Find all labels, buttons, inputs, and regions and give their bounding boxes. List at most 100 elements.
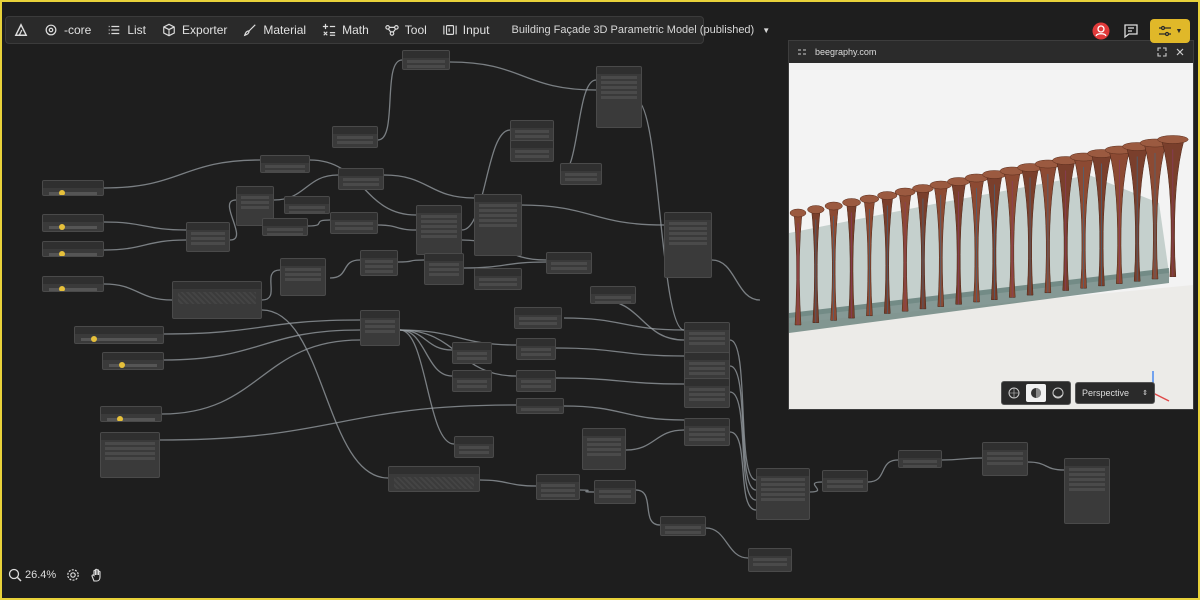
- graph-node[interactable]: [260, 155, 310, 173]
- graph-node[interactable]: [416, 205, 462, 255]
- node-header[interactable]: [417, 206, 461, 213]
- node-header[interactable]: [749, 549, 791, 556]
- graph-node[interactable]: [474, 194, 522, 256]
- node-slider[interactable]: [49, 190, 97, 195]
- toolbar-exporter-button[interactable]: Exporter: [154, 17, 235, 43]
- node-header[interactable]: [43, 215, 103, 222]
- node-header[interactable]: [515, 308, 561, 315]
- node-header[interactable]: [455, 437, 493, 444]
- node-header[interactable]: [453, 343, 491, 350]
- node-slider[interactable]: [109, 362, 157, 368]
- node-header[interactable]: [361, 311, 399, 318]
- node-header[interactable]: [983, 443, 1027, 450]
- graph-node[interactable]: [100, 432, 160, 478]
- graph-node[interactable]: [582, 428, 626, 470]
- node-header[interactable]: [685, 419, 729, 426]
- node-header[interactable]: [75, 327, 163, 334]
- graph-node[interactable]: [284, 196, 330, 214]
- graph-node[interactable]: [982, 442, 1028, 476]
- graph-node[interactable]: [516, 398, 564, 414]
- comments-button[interactable]: [1119, 19, 1143, 43]
- node-header[interactable]: [101, 407, 161, 414]
- graph-node[interactable]: [514, 307, 562, 329]
- node-header[interactable]: [823, 471, 867, 478]
- graph-node[interactable]: [172, 281, 262, 319]
- node-header[interactable]: [43, 242, 103, 249]
- node-header[interactable]: [101, 433, 159, 440]
- node-header[interactable]: [43, 181, 103, 188]
- user-avatar-button[interactable]: [1089, 19, 1113, 43]
- node-header[interactable]: [561, 164, 601, 171]
- toolbar-list-button[interactable]: List: [99, 17, 154, 43]
- graph-node[interactable]: [510, 120, 554, 142]
- graph-node[interactable]: [590, 286, 636, 304]
- node-header[interactable]: [591, 287, 635, 294]
- toolbar-math-button[interactable]: Math: [314, 17, 377, 43]
- gear-icon[interactable]: [66, 568, 80, 582]
- node-header[interactable]: [757, 469, 809, 476]
- graph-node[interactable]: [424, 253, 464, 285]
- toolbar-tool-button[interactable]: Tool: [377, 17, 435, 43]
- graph-node[interactable]: [560, 163, 602, 185]
- graph-node[interactable]: [42, 276, 104, 292]
- graph-node[interactable]: [42, 214, 104, 232]
- node-slider[interactable]: [49, 224, 97, 230]
- node-header[interactable]: [583, 429, 625, 436]
- graph-node[interactable]: [102, 352, 164, 370]
- graph-node[interactable]: [684, 352, 730, 382]
- graph-node[interactable]: [596, 66, 642, 128]
- graph-node[interactable]: [898, 450, 942, 468]
- node-header[interactable]: [517, 371, 555, 378]
- hand-pan-icon[interactable]: [90, 568, 104, 582]
- node-header[interactable]: [331, 213, 377, 220]
- node-header[interactable]: [517, 339, 555, 346]
- node-header[interactable]: [333, 127, 377, 134]
- expand-icon[interactable]: [1157, 47, 1167, 57]
- node-header[interactable]: [1065, 459, 1109, 466]
- app-logo-button[interactable]: [6, 17, 36, 43]
- graph-node[interactable]: [822, 470, 868, 492]
- viewer-panel[interactable]: beegraphy.com Perspective ⇕: [788, 40, 1194, 410]
- node-header[interactable]: [685, 379, 729, 386]
- node-header[interactable]: [597, 67, 641, 74]
- node-header[interactable]: [475, 195, 521, 202]
- node-header[interactable]: [685, 323, 729, 330]
- node-header[interactable]: [511, 121, 553, 128]
- graph-node[interactable]: [280, 258, 326, 296]
- graph-node[interactable]: [42, 241, 104, 257]
- zoom-control[interactable]: 26.4%: [8, 568, 56, 582]
- graph-node[interactable]: [100, 406, 162, 422]
- node-slider[interactable]: [81, 336, 157, 342]
- node-header[interactable]: [425, 254, 463, 261]
- drag-handle-icon[interactable]: [797, 47, 807, 57]
- node-header[interactable]: [285, 197, 329, 204]
- graph-node[interactable]: [330, 212, 378, 234]
- node-header[interactable]: [453, 371, 491, 378]
- toolbar-input-button[interactable]: Input: [435, 17, 498, 43]
- graph-node[interactable]: [594, 480, 636, 504]
- graph-node[interactable]: [452, 342, 492, 364]
- node-header[interactable]: [237, 187, 273, 194]
- 3d-scene[interactable]: [789, 63, 1193, 409]
- node-header[interactable]: [537, 475, 579, 482]
- graph-node[interactable]: [262, 218, 308, 236]
- settings-dropdown-button[interactable]: ▼: [1150, 19, 1190, 43]
- graph-node[interactable]: [684, 418, 730, 446]
- graph-node[interactable]: [1064, 458, 1110, 524]
- node-header[interactable]: [263, 219, 307, 226]
- shaded-mode-button[interactable]: [1026, 384, 1046, 402]
- node-header[interactable]: [43, 277, 103, 284]
- graph-node[interactable]: [388, 466, 480, 492]
- node-header[interactable]: [339, 169, 383, 176]
- node-header[interactable]: [261, 156, 309, 163]
- node-slider[interactable]: [49, 286, 97, 291]
- projection-select[interactable]: Perspective ⇕: [1075, 382, 1155, 404]
- node-header[interactable]: [547, 253, 591, 260]
- solid-mode-button[interactable]: [1048, 384, 1068, 402]
- node-header[interactable]: [187, 223, 229, 230]
- graph-node[interactable]: [684, 378, 730, 408]
- graph-node[interactable]: [748, 548, 792, 572]
- toolbar-core-button[interactable]: -core: [36, 17, 99, 43]
- graph-node[interactable]: [332, 126, 378, 148]
- graph-node[interactable]: [546, 252, 592, 274]
